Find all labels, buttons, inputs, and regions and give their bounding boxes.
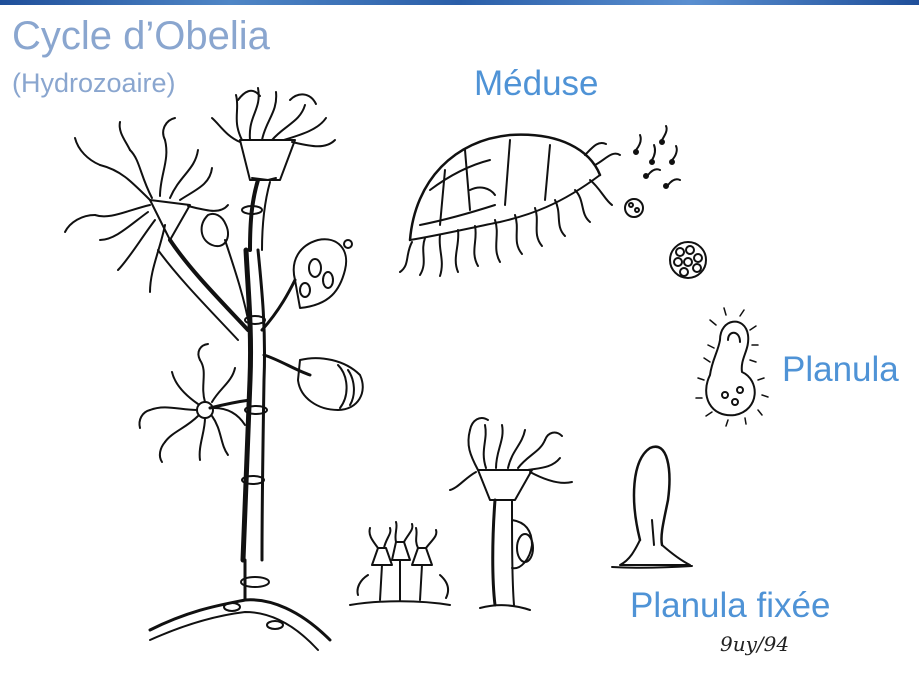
- label-meduse: Méduse: [474, 64, 599, 104]
- medusa: [400, 135, 620, 276]
- polyp-colony: [65, 88, 363, 650]
- planula: [696, 308, 768, 426]
- young-polyp: [450, 418, 572, 610]
- artist-signature: 9uy/94: [720, 632, 789, 656]
- gametes: [634, 126, 680, 188]
- egg-cells: [625, 199, 706, 278]
- label-planula-fixee: Planula fixée: [630, 586, 830, 626]
- small-colony: [350, 522, 450, 605]
- label-planula: Planula: [782, 350, 899, 390]
- planula-fixee: [612, 447, 692, 568]
